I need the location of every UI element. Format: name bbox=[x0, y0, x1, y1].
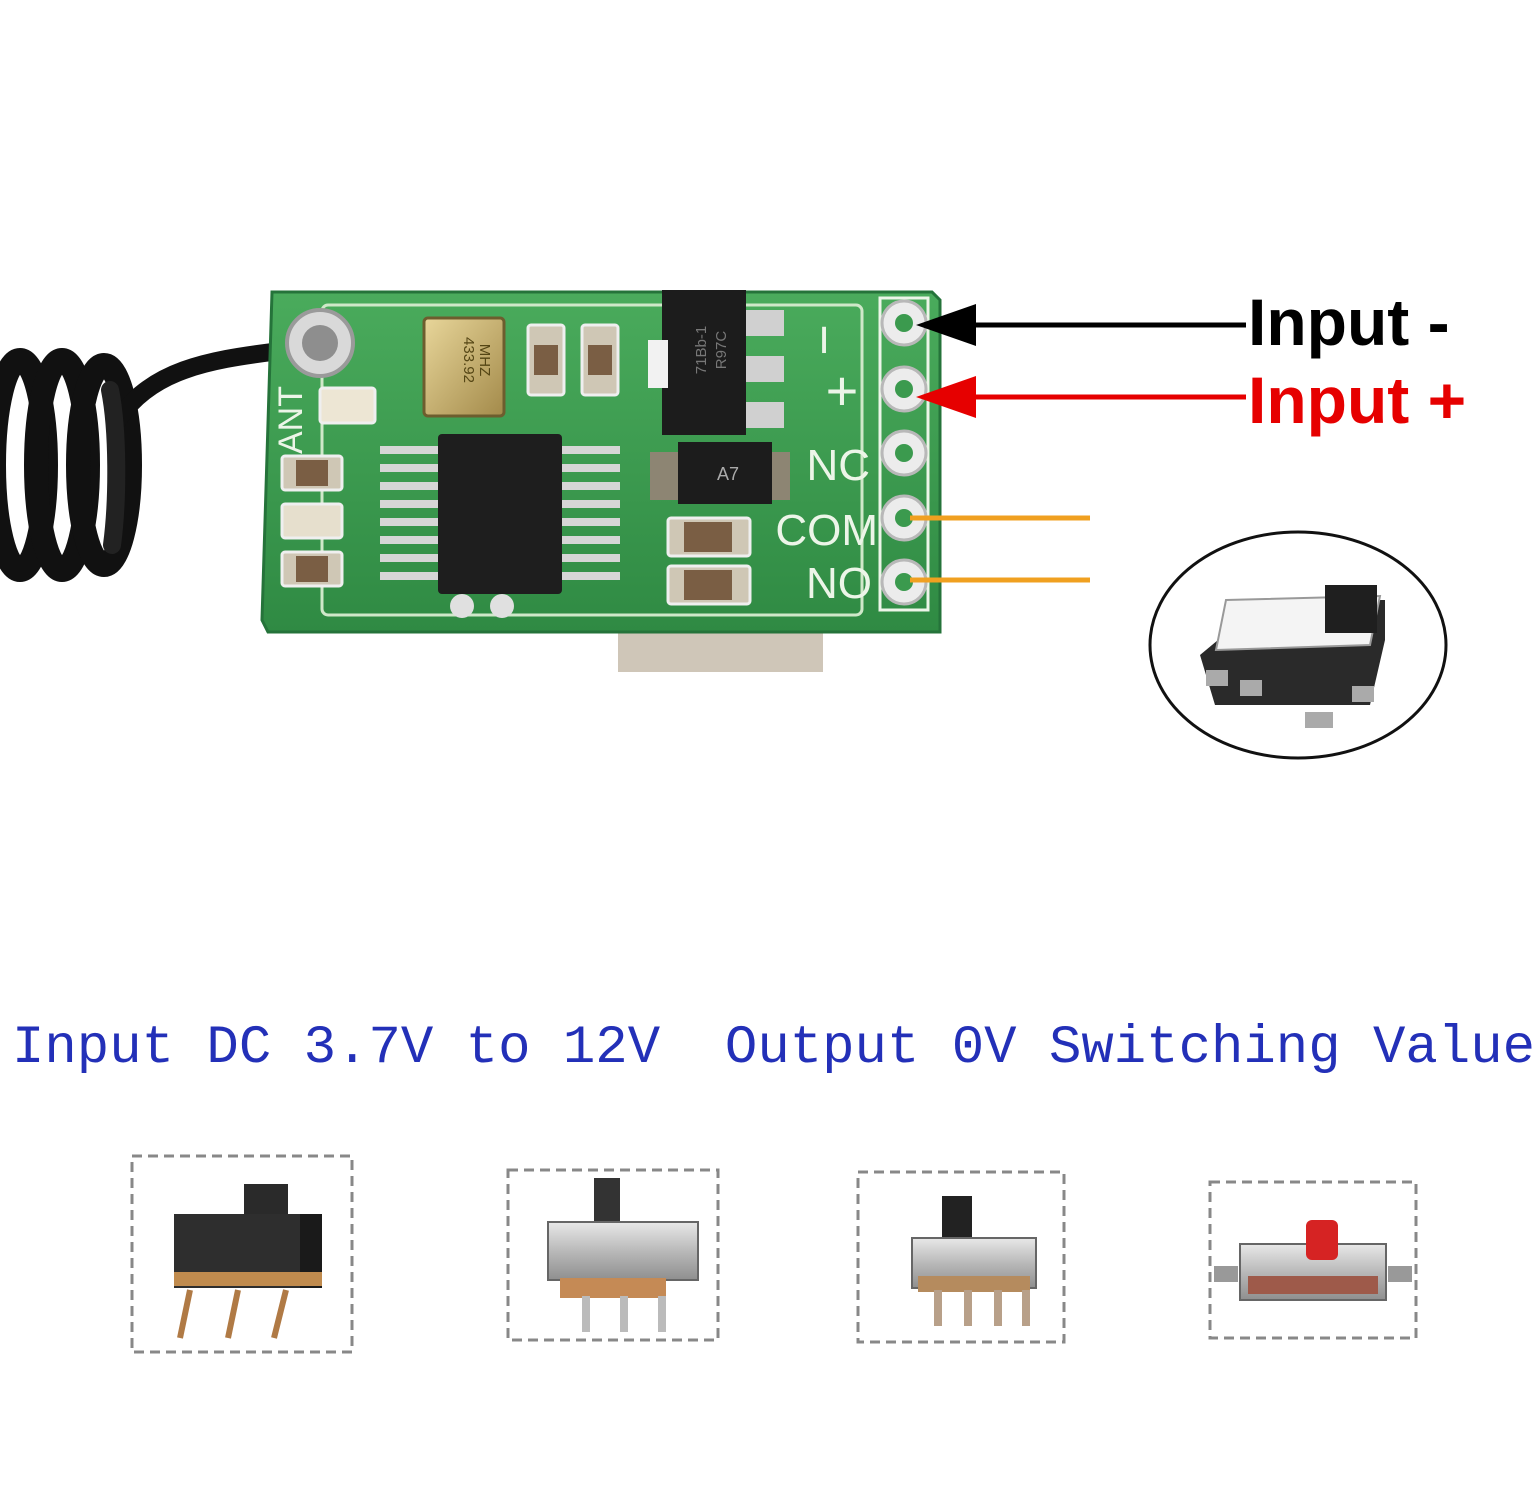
regulator-text-2: R97C bbox=[713, 331, 730, 370]
main-ic-chip bbox=[380, 434, 620, 618]
receiver-pcb: 433.92 MHZ bbox=[260, 290, 942, 634]
switch-1 bbox=[130, 1154, 354, 1354]
regulator-text-1: 71Bb-1 bbox=[693, 326, 710, 374]
crystal-text-2: MHZ bbox=[476, 344, 493, 377]
switch-4 bbox=[1208, 1180, 1418, 1340]
input-negative-label: Input - bbox=[1248, 285, 1450, 359]
silk-ant: ANT bbox=[272, 386, 310, 454]
voltage-regulator: 71Bb-1 R97C bbox=[648, 290, 784, 435]
smd-capacitors-right bbox=[666, 516, 752, 606]
transistor: A7 bbox=[650, 442, 790, 504]
pin-pads bbox=[878, 296, 930, 612]
input-positive-label: Input + bbox=[1248, 363, 1467, 437]
arrow-input-positive bbox=[916, 376, 1246, 418]
silk-plus: + bbox=[826, 359, 859, 422]
output-lines bbox=[910, 515, 1090, 583]
silk-minus: − bbox=[794, 324, 854, 356]
silk-nc: NC bbox=[806, 441, 870, 490]
spec-caption: Input DC 3.7V to 12V Output 0V Switching… bbox=[12, 1018, 1535, 1079]
switch-2 bbox=[506, 1168, 720, 1342]
smd-capacitors-top bbox=[318, 323, 620, 425]
crystal-text-1: 433.92 bbox=[460, 337, 477, 383]
arrow-input-negative bbox=[916, 304, 1246, 346]
switch-3 bbox=[856, 1170, 1066, 1344]
silk-com: COM bbox=[775, 506, 878, 555]
transistor-text: A7 bbox=[717, 464, 739, 484]
crystal-oscillator: 433.92 MHZ bbox=[422, 316, 506, 418]
silk-no: NO bbox=[806, 559, 872, 608]
smd-capacitors-left bbox=[280, 454, 344, 588]
product-diagram: 433.92 MHZ bbox=[0, 290, 1448, 1354]
antenna-coil bbox=[0, 343, 281, 582]
circled-smd-switch bbox=[1148, 530, 1448, 760]
switch-gallery bbox=[130, 1154, 1418, 1354]
